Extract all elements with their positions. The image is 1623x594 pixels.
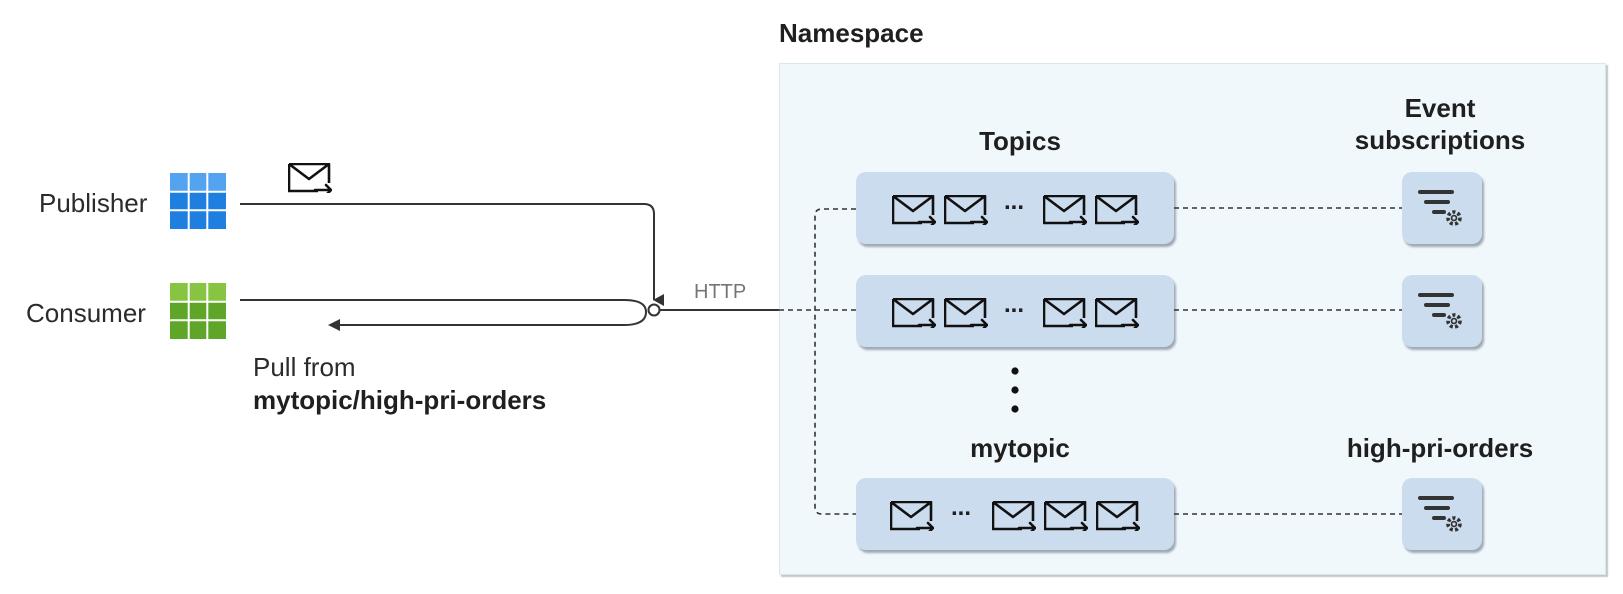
connection-point — [647, 303, 661, 317]
vertical-ellipsis-dot — [1011, 386, 1019, 394]
message-envelope-icon — [1095, 195, 1139, 225]
filter-settings-icon — [1418, 496, 1462, 532]
message-envelope-icon — [944, 298, 988, 328]
pull-arrowhead — [328, 319, 340, 331]
event-subscriptions-header-line2: subscriptions — [1354, 125, 1526, 155]
message-envelope-icon — [892, 298, 936, 328]
message-envelope-icon — [1043, 195, 1087, 225]
subscription-box-high-pri-orders — [1402, 478, 1482, 550]
subscription-box-2 — [1402, 275, 1482, 347]
subscription-box-1 — [1402, 172, 1482, 244]
topic-ellipsis: ... — [951, 494, 972, 521]
filter-settings-icon — [1418, 293, 1462, 329]
consumer-label: Consumer — [26, 298, 146, 328]
message-envelope-icon — [892, 195, 936, 225]
publisher-label: Publisher — [39, 188, 148, 218]
message-envelope-icon — [1095, 298, 1139, 328]
consumer-connector — [240, 299, 648, 326]
vertical-ellipsis-dot — [1011, 367, 1019, 375]
mytopic-label: mytopic — [970, 433, 1070, 463]
http-label: HTTP — [694, 281, 747, 303]
filter-settings-icon — [1418, 190, 1462, 226]
topic-ellipsis: ... — [1004, 291, 1025, 318]
vertical-ellipsis-dot — [1011, 405, 1019, 413]
message-envelope-icon — [992, 501, 1036, 531]
publisher-connector — [240, 203, 664, 306]
message-envelope-icon — [1043, 298, 1087, 328]
topics-header: Topics — [979, 126, 1061, 156]
pull-from-label: Pull from — [253, 352, 356, 382]
high-pri-orders-label: high-pri-orders — [1346, 433, 1534, 463]
message-envelope-icon — [890, 501, 934, 531]
publisher-grid-icon — [170, 173, 226, 229]
pull-target-label: mytopic/high-pri-orders — [253, 385, 547, 415]
topic-connector-bus — [814, 208, 856, 515]
message-envelope-icon — [944, 195, 988, 225]
topic-ellipsis: ... — [1004, 188, 1025, 215]
message-envelope-icon — [1044, 501, 1088, 531]
consumer-grid-icon — [170, 283, 226, 339]
message-envelope-icon — [288, 163, 332, 193]
namespace-title: Namespace — [779, 18, 924, 48]
message-envelope-icon — [1096, 501, 1140, 531]
event-subscriptions-header-line1: Event — [1404, 93, 1476, 123]
